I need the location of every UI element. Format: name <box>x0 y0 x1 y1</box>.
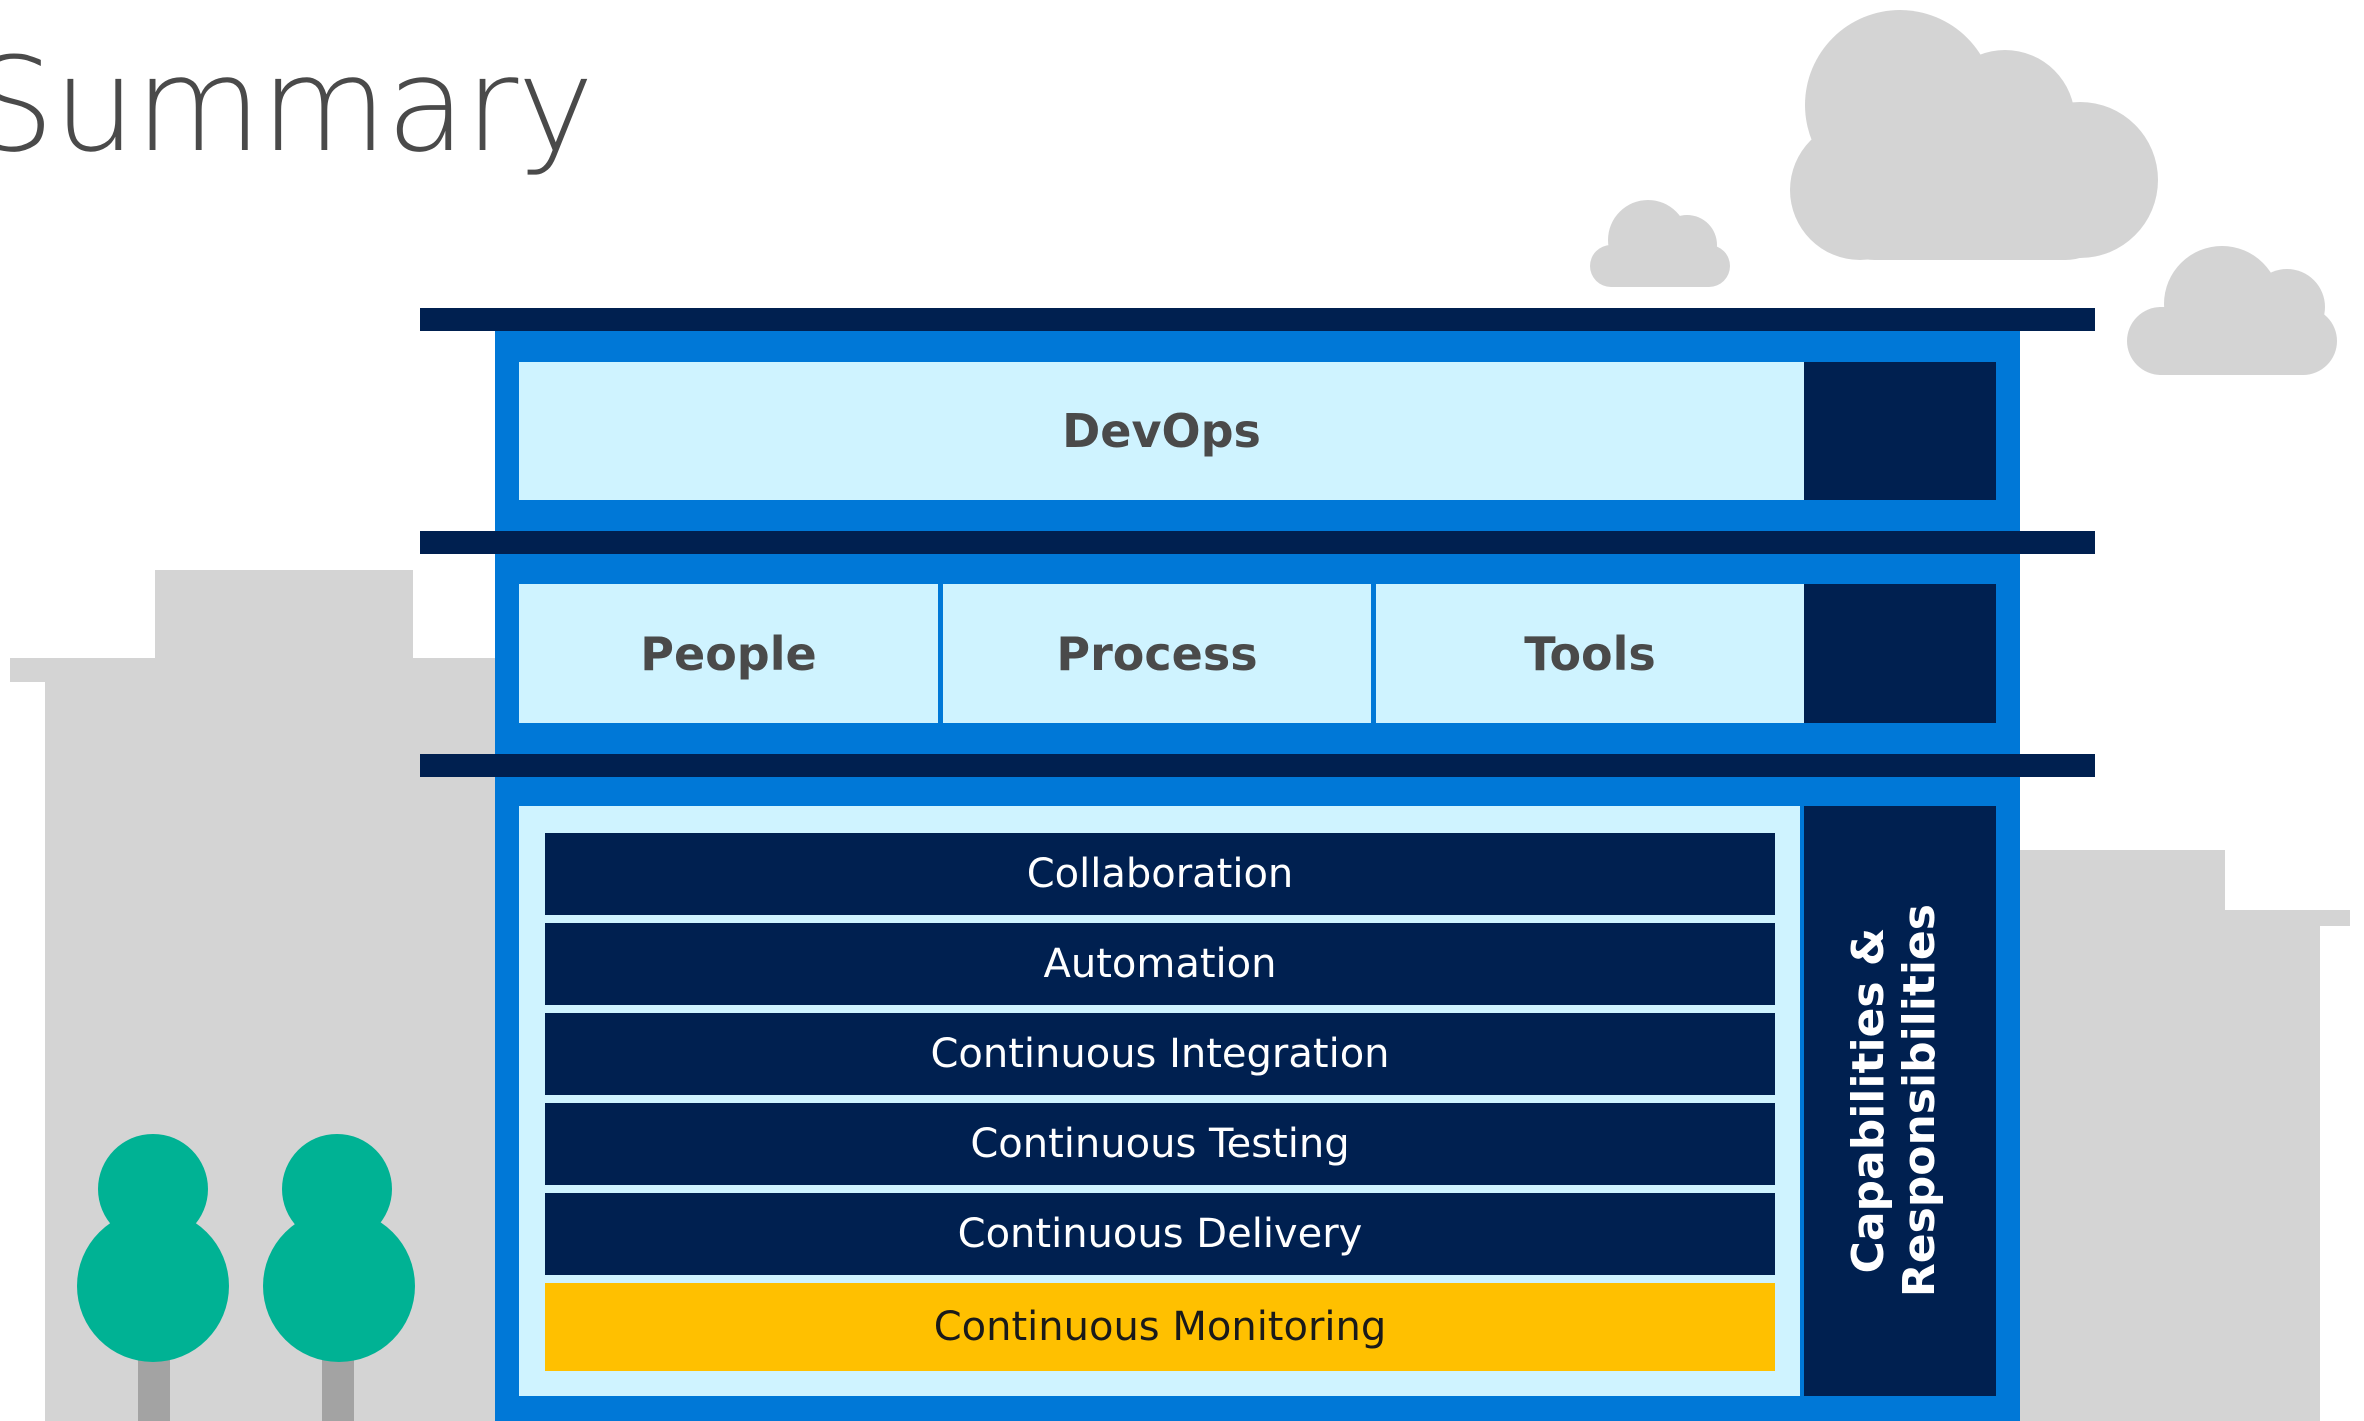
capabilities-panel <box>1804 806 1996 1396</box>
floor-bar <box>420 754 2095 777</box>
cloud-icon <box>1590 200 1730 287</box>
practice-continuous-delivery: Continuous Delivery <box>545 1193 1775 1275</box>
pillar-divider <box>938 584 943 723</box>
top-floor-side-block <box>1804 362 1996 500</box>
page-title: Summary <box>0 29 594 181</box>
practice-continuous-testing: Continuous Testing <box>545 1103 1775 1185</box>
devops-label: DevOps <box>519 362 1804 500</box>
practice-continuous-integration: Continuous Integration <box>545 1013 1775 1095</box>
pillar-tools: Tools <box>1376 584 1804 723</box>
capabilities-label: Capabilities & Responsibilities <box>1843 904 1945 1298</box>
pillar-people: People <box>519 584 938 723</box>
roof-bar <box>420 308 2095 331</box>
cloud-icon <box>1790 10 2158 260</box>
pillar-process: Process <box>943 584 1371 723</box>
floor-bar <box>420 531 2095 554</box>
cloud-icon <box>2127 246 2337 375</box>
capabilities-label-container: Capabilities & Responsibilities <box>1800 806 1990 1396</box>
practice-collaboration: Collaboration <box>545 833 1775 915</box>
middle-floor-side-block <box>1804 584 1996 723</box>
practice-continuous-monitoring: Continuous Monitoring <box>545 1283 1775 1371</box>
practice-automation: Automation <box>545 923 1775 1005</box>
pillar-divider <box>1371 584 1376 723</box>
